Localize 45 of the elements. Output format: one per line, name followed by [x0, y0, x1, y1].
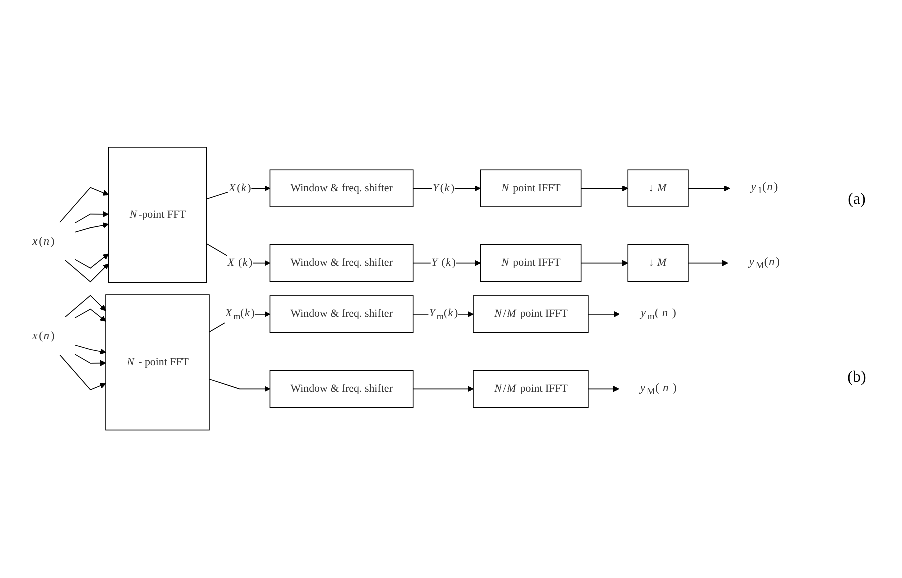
node-box: N/M point IFFT: [473, 296, 589, 334]
edge-label: Y(k): [432, 182, 455, 194]
node-text: x(n): [32, 235, 55, 248]
node-box: ↓ M: [628, 170, 689, 208]
arrow: [74, 345, 106, 355]
arrow: [65, 260, 110, 283]
arrow: [412, 386, 474, 392]
node-box: Window & freq. shifter: [270, 296, 414, 334]
arrow: [74, 254, 110, 269]
arrow: [688, 186, 730, 192]
node-box: Window & freq. shifter: [270, 244, 414, 282]
edge-label: Y$_{m}$(k): [429, 308, 458, 322]
node-box: N-point FFT: [108, 147, 208, 284]
arrow: [209, 379, 270, 392]
arrow: [74, 222, 110, 233]
arrow: [74, 309, 106, 322]
arrow: [588, 386, 620, 392]
node-text: y$_{1}$(n): [751, 180, 778, 197]
figure-caption: (a): [848, 191, 866, 209]
arrow: [688, 260, 728, 266]
arrow: [588, 312, 620, 318]
node-text: x(n): [32, 330, 55, 343]
arrow: [74, 212, 110, 224]
node-text: y$_{M}$(n): [749, 255, 780, 272]
node-box: N point IFFT: [480, 170, 582, 208]
edge-label: X$_{m}$(k): [226, 308, 255, 322]
node-box: N/M point IFFT: [473, 370, 589, 408]
figure-caption: (b): [848, 369, 866, 387]
node-box: N - point FFT: [106, 294, 210, 431]
edge-label: Y (k): [432, 257, 456, 269]
edge-label: X (k): [228, 257, 253, 269]
arrow: [60, 187, 110, 224]
edge-label: X(k): [229, 182, 252, 194]
arrow: [580, 260, 628, 266]
arrow: [60, 354, 106, 391]
arrow: [580, 186, 628, 192]
node-box: Window & freq. shifter: [270, 170, 414, 208]
node-box: ↓ M: [628, 244, 689, 282]
arrow: [74, 354, 106, 366]
arrow: [65, 295, 106, 318]
node-box: Window & freq. shifter: [270, 370, 414, 408]
node-text: y$_{m}$( n ): [640, 306, 676, 322]
arrow: [412, 186, 481, 192]
node-box: N point IFFT: [480, 244, 582, 282]
node-text: y$_{M}$( n ): [640, 381, 677, 398]
